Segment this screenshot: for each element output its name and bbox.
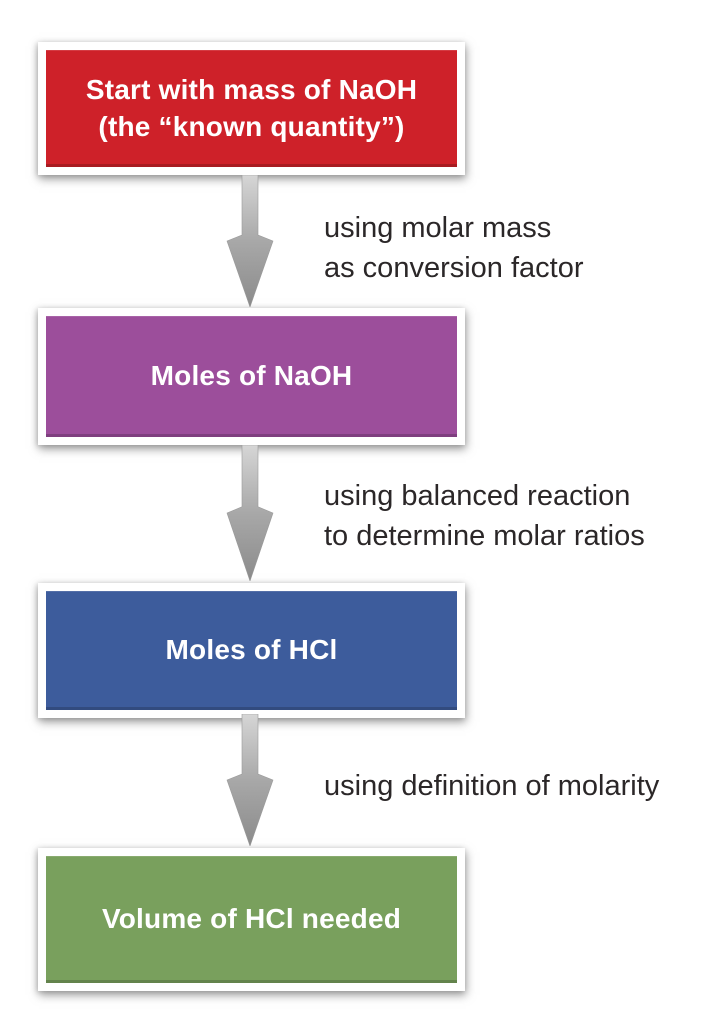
down-arrow-icon bbox=[225, 175, 275, 307]
caption-line: to determine molar ratios bbox=[324, 520, 645, 553]
down-arrow-icon bbox=[225, 714, 275, 846]
box-fill-green: Volume of HCl needed bbox=[46, 856, 457, 983]
caption-line: using molar mass bbox=[324, 212, 552, 244]
caption-line: using balanced reaction bbox=[324, 480, 631, 512]
box-fill-purple: Moles of NaOH bbox=[46, 316, 457, 437]
box-label-line2: (the “known quantity”) bbox=[98, 110, 405, 142]
box-label: Volume of HCl needed bbox=[101, 903, 402, 935]
arrow-caption-molar-mass: using molar mass as conversion factor bbox=[324, 208, 584, 288]
flowchart-box-moles-naoh: Moles of NaOH bbox=[38, 308, 465, 445]
caption-line: as conversion factor bbox=[324, 252, 584, 285]
arrow-caption-balanced-reaction: using balanced reaction to determine mol… bbox=[324, 476, 645, 556]
box-label: Moles of HCl bbox=[165, 634, 338, 666]
flowchart-box-volume-hcl: Volume of HCl needed bbox=[38, 848, 465, 991]
box-label: Moles of NaOH bbox=[150, 360, 353, 392]
arrow-caption-molarity: using definition of molarity bbox=[324, 766, 659, 806]
caption-line: using definition of molarity bbox=[324, 770, 660, 802]
flowchart-box-moles-hcl: Moles of HCl bbox=[38, 583, 465, 718]
box-fill-red: Start with mass of NaOH (the “known quan… bbox=[46, 50, 457, 167]
flowchart-box-start-mass-naoh: Start with mass of NaOH (the “known quan… bbox=[38, 42, 465, 175]
down-arrow-icon bbox=[225, 445, 275, 581]
box-label-line1: Start with mass of NaOH bbox=[85, 73, 418, 105]
box-fill-blue: Moles of HCl bbox=[46, 591, 457, 710]
